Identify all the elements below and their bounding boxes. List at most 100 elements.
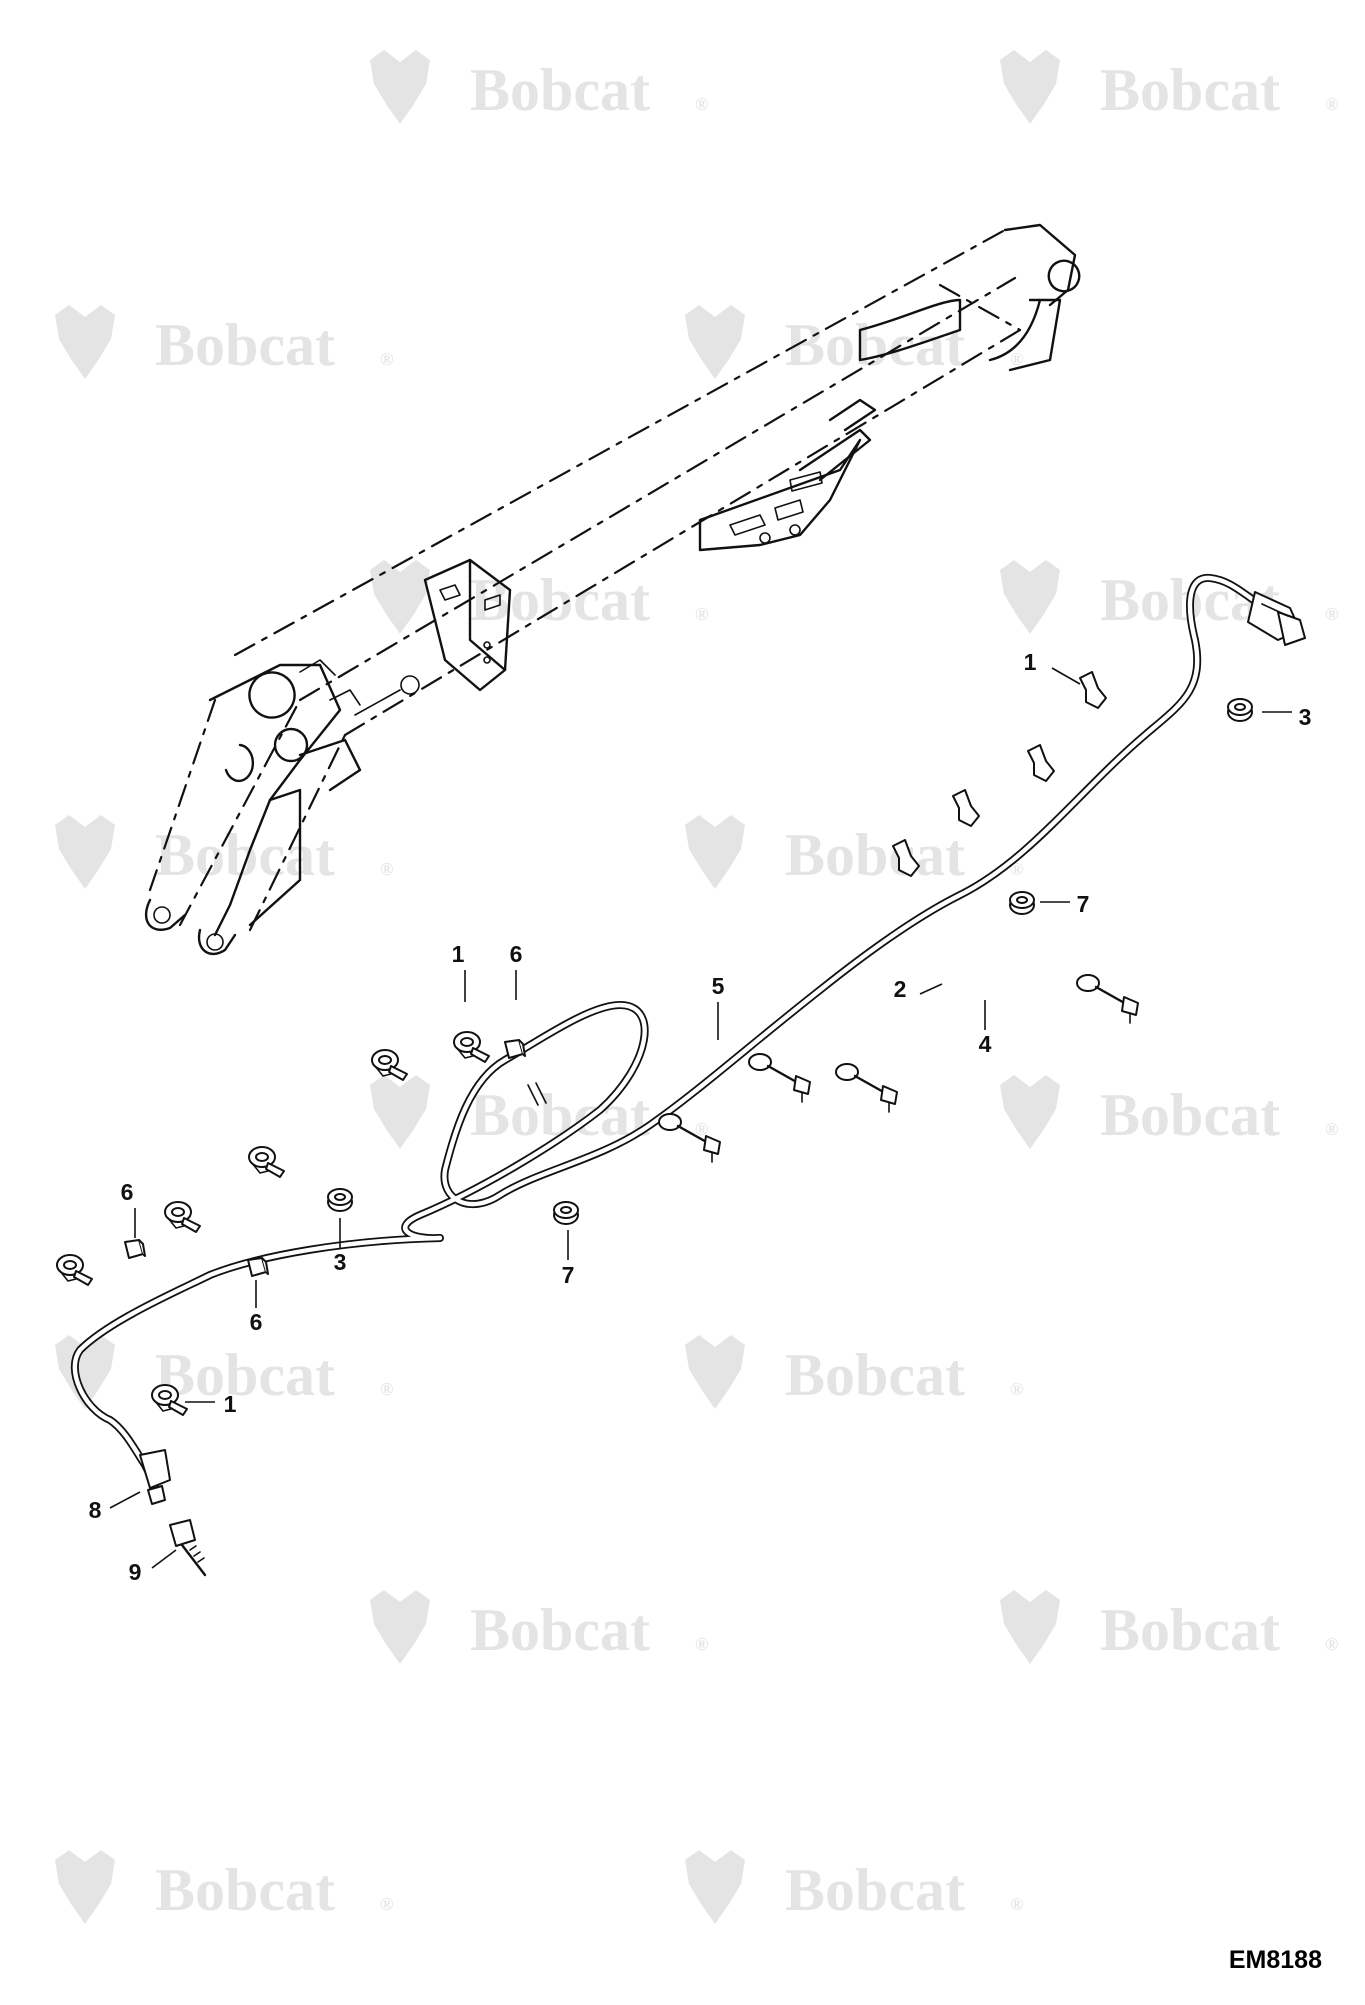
wire-clip bbox=[892, 839, 920, 877]
bobcat-head-icon bbox=[685, 1335, 745, 1409]
watermark-brand-text: Bobcat bbox=[1100, 1597, 1280, 1663]
watermark-brand-text: Bobcat bbox=[155, 312, 335, 378]
wire-harness bbox=[70, 573, 1262, 1489]
callout-2: 2 bbox=[894, 976, 943, 1002]
callout-label: 7 bbox=[562, 1262, 575, 1288]
callout-5: 5 bbox=[712, 973, 725, 1040]
callout-3: 3 bbox=[334, 1218, 347, 1275]
watermark: Bobcat ® bbox=[370, 560, 708, 634]
watermark-registered-mark: ® bbox=[695, 1119, 708, 1139]
callout-label: 2 bbox=[894, 976, 907, 1002]
watermark: Bobcat ® bbox=[55, 1850, 393, 1924]
wire-clip bbox=[1027, 744, 1055, 782]
bobcat-head-icon bbox=[370, 560, 430, 634]
cable-tie bbox=[835, 1063, 898, 1113]
callout-leader-line bbox=[151, 1549, 177, 1569]
callout-label: 1 bbox=[452, 941, 465, 967]
callout-leader-line bbox=[1051, 667, 1081, 685]
watermark-brand-text: Bobcat bbox=[785, 1857, 965, 1923]
watermark-registered-mark: ® bbox=[1325, 604, 1338, 624]
cable-tie bbox=[658, 1113, 721, 1163]
watermark: Bobcat® bbox=[685, 815, 1023, 889]
wire-clamp bbox=[56, 1254, 93, 1286]
watermark-brand-text: Bobcat bbox=[155, 1857, 335, 1923]
grommet bbox=[1009, 891, 1035, 915]
callout-label: 3 bbox=[1299, 704, 1312, 730]
bobcat-head-icon bbox=[685, 305, 745, 379]
watermark-brand-text: Bobcat bbox=[470, 57, 650, 123]
watermark-brand-text: Bobcat bbox=[155, 1342, 335, 1408]
callout-6: 6 bbox=[250, 1280, 263, 1335]
bobcat-head-icon bbox=[370, 1590, 430, 1664]
watermark: Bobcat ® bbox=[55, 1335, 393, 1409]
bobcat-head-icon bbox=[55, 815, 115, 889]
watermark-registered-mark: ® bbox=[1325, 1119, 1338, 1139]
watermark-brand-text: Bobcat bbox=[785, 312, 965, 378]
bobcat-head-icon bbox=[685, 1850, 745, 1924]
callout-label: 1 bbox=[224, 1391, 237, 1417]
sensor-assembly bbox=[139, 1449, 207, 1577]
callout-4: 4 bbox=[979, 1000, 992, 1057]
watermark-brand-text: Bobcat bbox=[1100, 1082, 1280, 1148]
callout-1: 1 bbox=[452, 941, 466, 1002]
excavator-arm-outline bbox=[144, 223, 1081, 956]
watermark-brand-text: Bobcat bbox=[470, 1597, 650, 1663]
watermark: Bobcat ® bbox=[1000, 1590, 1338, 1664]
callout-label: 3 bbox=[334, 1249, 347, 1275]
bobcat-head-icon bbox=[1000, 560, 1060, 634]
callout-1: 1 bbox=[185, 1391, 237, 1417]
watermark: Bobcat® bbox=[685, 1335, 1023, 1409]
bobcat-head-icon bbox=[370, 50, 430, 124]
bobcat-head-icon bbox=[1000, 1590, 1060, 1664]
bobcat-head-icon bbox=[685, 815, 745, 889]
callout-label: 6 bbox=[250, 1309, 263, 1335]
spring-clip bbox=[247, 1257, 269, 1277]
bobcat-head-icon bbox=[1000, 50, 1060, 124]
wire-clamp bbox=[371, 1049, 408, 1081]
callout-8: 8 bbox=[89, 1491, 141, 1523]
callout-9: 9 bbox=[129, 1549, 177, 1585]
watermark: Bobcat ® bbox=[685, 1850, 1023, 1924]
watermark-registered-mark: ® bbox=[695, 1634, 708, 1654]
watermark-brand-text: Bobcat bbox=[470, 567, 650, 633]
watermark: Bobcat® bbox=[370, 1075, 708, 1149]
watermark-registered-mark: ® bbox=[380, 859, 393, 879]
wire-clamp bbox=[164, 1201, 201, 1233]
callout-label: 4 bbox=[979, 1031, 992, 1057]
callout-6: 6 bbox=[121, 1179, 136, 1238]
watermark-registered-mark: ® bbox=[380, 1894, 393, 1914]
wire-clip bbox=[1079, 671, 1107, 709]
callout-7: 7 bbox=[562, 1230, 575, 1288]
watermark-registered-mark: ® bbox=[380, 1379, 393, 1399]
cable-tie bbox=[748, 1053, 811, 1103]
harness-connector-top bbox=[1247, 591, 1306, 646]
callout-6: 6 bbox=[510, 941, 522, 1000]
spring-clip bbox=[504, 1039, 526, 1059]
callout-leader-line bbox=[109, 1491, 141, 1509]
grommet bbox=[327, 1188, 353, 1212]
bobcat-head-icon bbox=[1000, 1075, 1060, 1149]
callout-label: 6 bbox=[121, 1179, 134, 1205]
callout-label: 8 bbox=[89, 1497, 102, 1523]
watermark-brand-text: Bobcat bbox=[785, 822, 965, 888]
watermark-registered-mark: ® bbox=[1010, 1894, 1023, 1914]
callout-7: 7 bbox=[1040, 891, 1089, 917]
watermark-registered-mark: ® bbox=[1010, 349, 1023, 369]
watermark-brand-text: Bobcat bbox=[1100, 57, 1280, 123]
cable-tie bbox=[1076, 974, 1139, 1024]
watermark: Bobcat ® bbox=[370, 1590, 708, 1664]
watermark: Bobcat® bbox=[1000, 50, 1338, 124]
wire-clamp bbox=[248, 1146, 285, 1178]
callout-label: 9 bbox=[129, 1559, 142, 1585]
grommet bbox=[553, 1201, 579, 1225]
watermark-registered-mark: ® bbox=[1325, 1634, 1338, 1654]
callout-1: 1 bbox=[1024, 649, 1081, 685]
watermark-brand-text: Bobcat bbox=[155, 822, 335, 888]
watermark-registered-mark: ® bbox=[695, 94, 708, 114]
watermark-registered-mark: ® bbox=[695, 604, 708, 624]
bobcat-head-icon bbox=[55, 1850, 115, 1924]
callout-label: 5 bbox=[712, 973, 725, 999]
